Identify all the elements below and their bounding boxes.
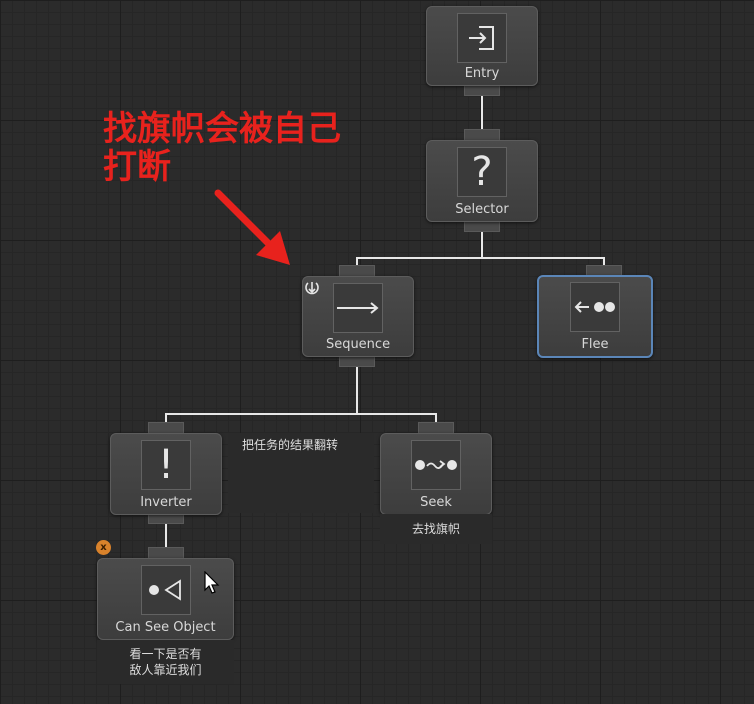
node-label: Flee	[581, 337, 609, 352]
output-port[interactable]	[339, 356, 375, 367]
selector-glyph: ?	[471, 149, 493, 195]
node-label: Sequence	[325, 337, 391, 352]
sequence-node[interactable]: Sequence	[302, 276, 414, 357]
annotation-line: 找旗帜会被自己	[103, 109, 341, 149]
connector	[356, 257, 358, 267]
exclamation-icon: !	[141, 440, 191, 490]
can-see-object-node[interactable]: Can See Object	[97, 558, 234, 640]
node-label: Selector	[455, 202, 509, 217]
entry-node[interactable]: Entry	[426, 6, 538, 86]
output-port[interactable]	[464, 221, 500, 232]
inverter-comment: 把任务的结果翻转	[228, 433, 374, 513]
failure-status-badge: x	[96, 540, 111, 555]
connector	[165, 413, 437, 415]
connector	[165, 413, 167, 423]
comment-line: 敌人靠近我们	[129, 663, 202, 677]
comment-line: 看一下是否有	[129, 647, 202, 661]
eye-cone-icon	[140, 565, 191, 615]
node-label: Can See Object	[115, 620, 216, 635]
connector	[481, 95, 483, 130]
comment-text: 去找旗帜	[411, 522, 460, 536]
flee-icon	[570, 282, 620, 332]
connector	[481, 230, 483, 258]
conditional-abort-icon	[305, 282, 319, 295]
node-label: Entry	[464, 66, 500, 81]
annotation-arrow-icon	[214, 189, 290, 265]
inverter-node[interactable]: ! Inverter	[110, 433, 222, 515]
output-port[interactable]	[464, 85, 500, 96]
connector	[603, 257, 605, 267]
seek-icon	[411, 440, 461, 490]
seek-node[interactable]: Seek	[380, 433, 492, 515]
entry-icon	[457, 13, 507, 63]
connector	[435, 413, 437, 423]
seek-comment: 去找旗帜	[380, 514, 492, 544]
annotation-line: 打断	[103, 147, 171, 187]
question-mark-icon: ?	[457, 147, 507, 197]
selector-node[interactable]: ? Selector	[426, 140, 538, 222]
node-label: Inverter	[140, 495, 192, 510]
can-see-object-comment: 看一下是否有 敌人靠近我们	[97, 640, 234, 684]
node-label: Seek	[420, 495, 452, 510]
arrow-right-icon	[333, 283, 383, 333]
connector	[356, 366, 358, 414]
annotation-text: 找旗帜会被自己 打断	[103, 110, 403, 186]
comment-text: 把任务的结果翻转	[242, 438, 339, 452]
flee-node[interactable]: Flee	[537, 275, 653, 358]
badge-text: x	[100, 542, 107, 553]
mouse-cursor-icon	[204, 571, 220, 594]
connector	[165, 522, 167, 548]
inverter-glyph: !	[157, 442, 175, 488]
connector	[356, 257, 605, 259]
